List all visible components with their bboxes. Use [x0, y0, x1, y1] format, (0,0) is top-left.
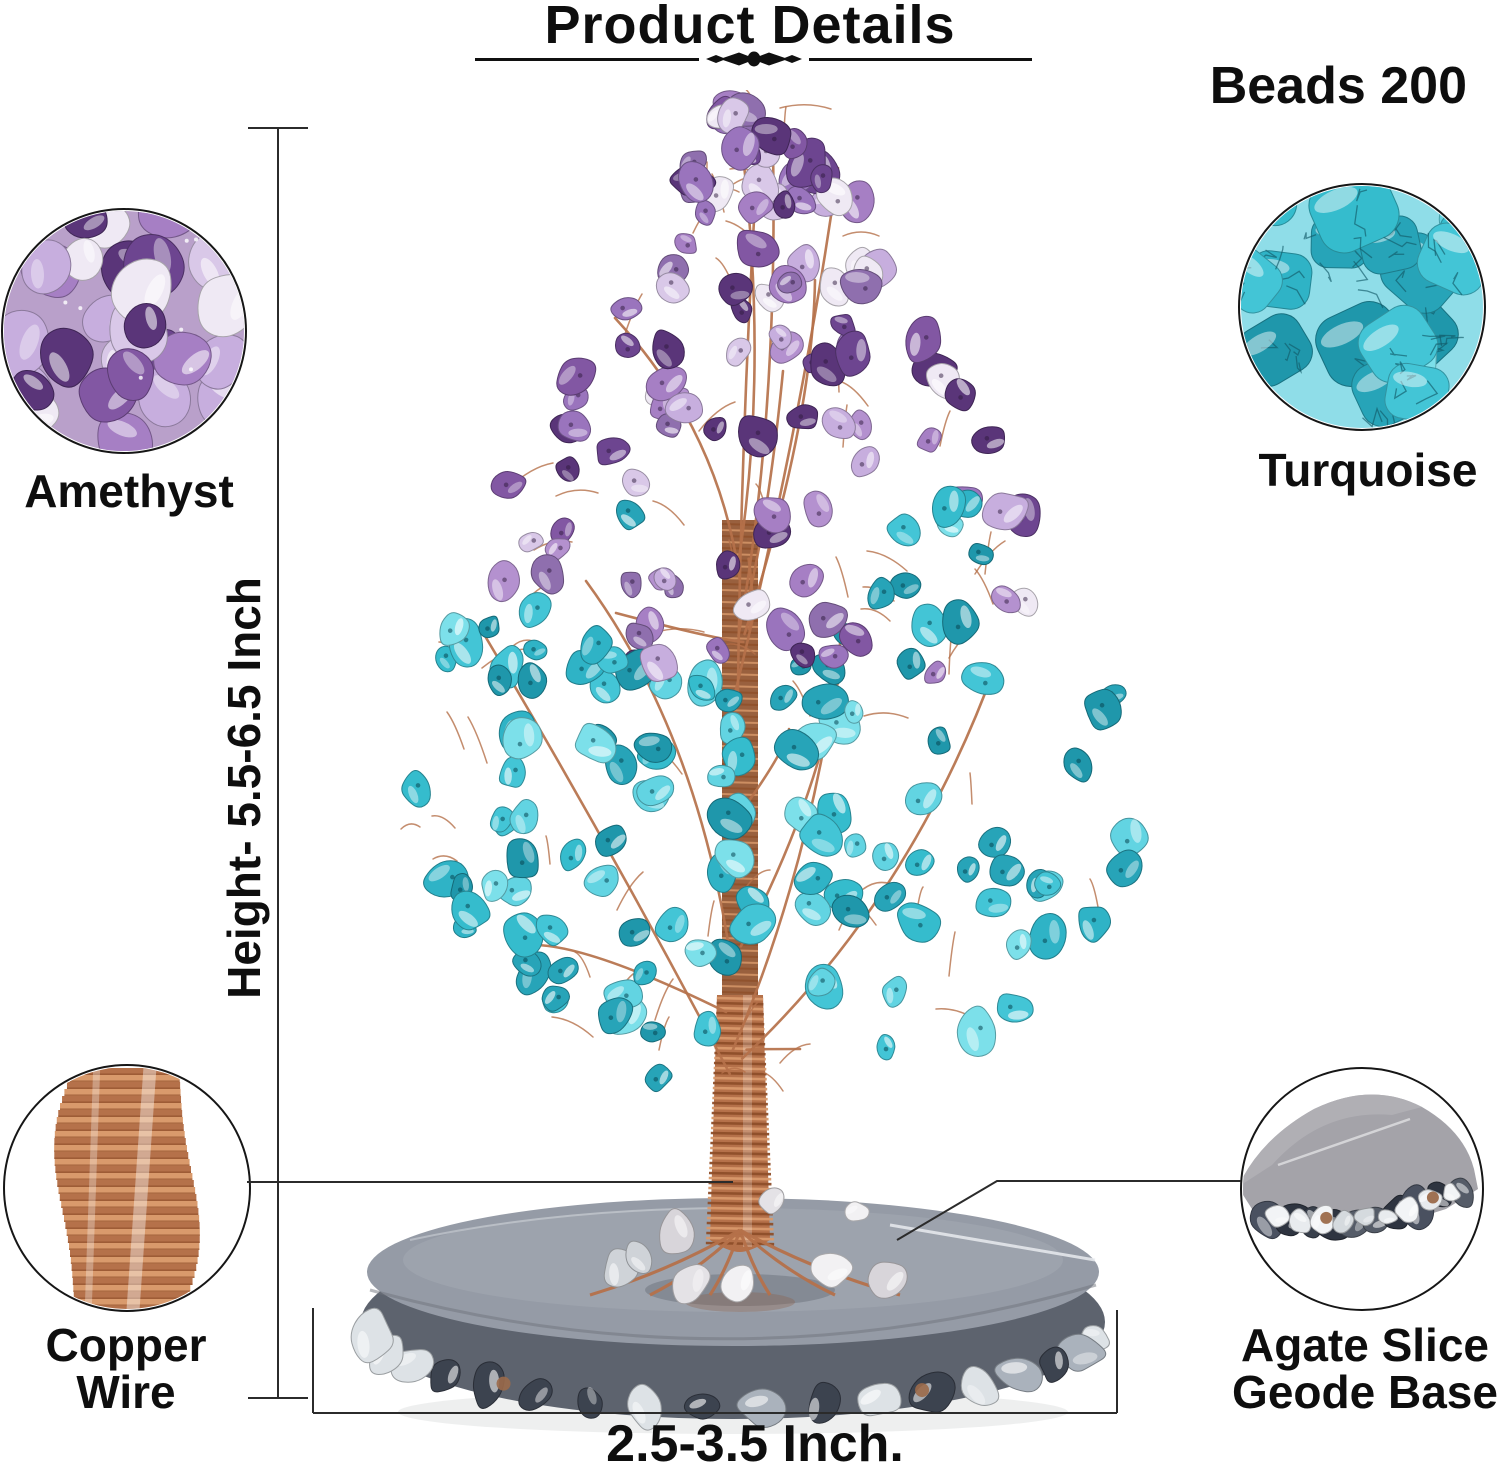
agate-base-label-line1: Agate Slice	[1241, 1319, 1489, 1371]
divider-line-left	[475, 57, 699, 61]
agate-base-image	[1243, 1070, 1481, 1308]
width-dimension-label: 2.5-3.5 Inch.	[606, 1415, 904, 1467]
amethyst-stones-image	[4, 211, 244, 451]
copper-wire-photo	[3, 1064, 251, 1312]
copper-wire-image	[6, 1067, 248, 1309]
agate-base-label: Agate Slice Geode Base	[1215, 1322, 1500, 1416]
turquoise-label: Turquoise	[1258, 444, 1478, 496]
turquoise-stones-image	[1241, 186, 1483, 428]
page-title: Product Details	[544, 0, 956, 55]
crystal-tree-photo	[350, 90, 1149, 1434]
copper-wire-label: Copper Wire	[0, 1322, 276, 1416]
agate-base-label-line2: Geode Base	[1232, 1366, 1498, 1418]
beads-count-label: Beads 200	[1209, 57, 1467, 115]
copper-wire-label-line2: Wire	[76, 1366, 176, 1418]
agate-base-photo	[1240, 1067, 1484, 1311]
amethyst-stones-photo	[1, 208, 247, 454]
divider-line-right	[808, 57, 1032, 61]
title-divider	[475, 50, 1032, 68]
copper-wire-label-line1: Copper	[45, 1319, 207, 1371]
height-dimension-label: Height- 5.5-6.5 Inch	[218, 577, 270, 999]
turquoise-stones-photo	[1238, 183, 1486, 431]
divider-ornament-icon	[705, 51, 802, 67]
amethyst-label: Amethyst	[24, 465, 234, 517]
